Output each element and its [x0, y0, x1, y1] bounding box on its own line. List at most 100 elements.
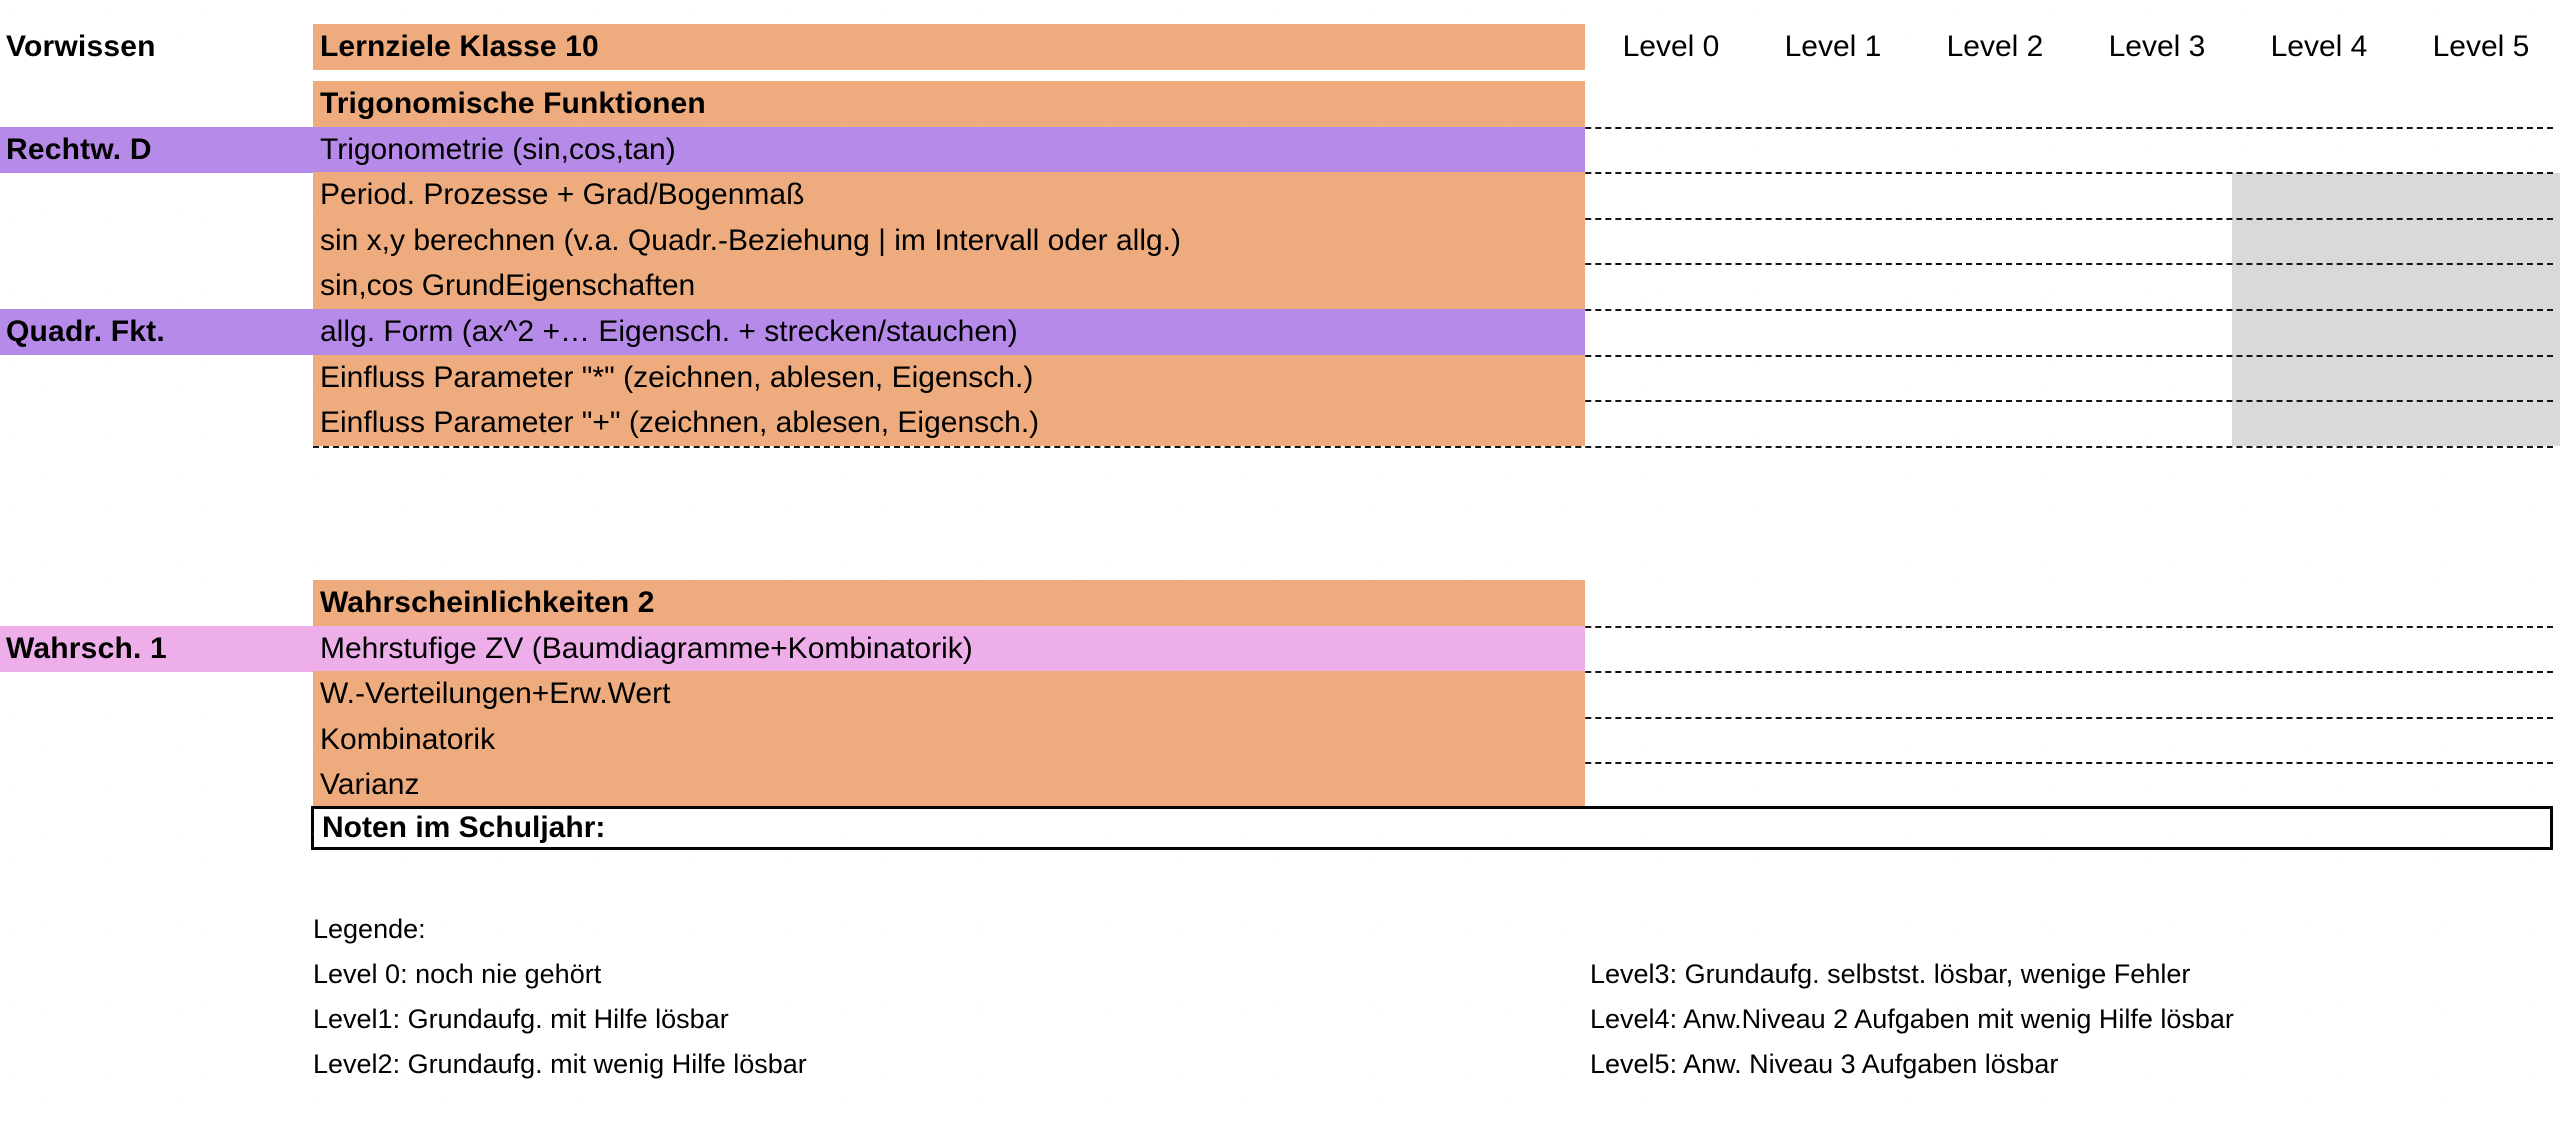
level-cell-r2-c2[interactable]: [1874, 218, 2036, 264]
level-cell-r0-c4[interactable]: [2198, 127, 2360, 173]
level-cell-r6-c0[interactable]: [1550, 400, 1712, 446]
level-cell-r2-c1[interactable]: [1712, 717, 1874, 763]
level-cell-r0-c1[interactable]: [1712, 127, 1874, 173]
topic-row[interactable]: Einfluss Parameter "+" (zeichnen, ablese…: [313, 400, 1585, 447]
level-cell-r1-c3[interactable]: [2036, 671, 2198, 717]
level-cell-r6-c2[interactable]: [1874, 400, 2036, 446]
level-cell-r0-c0[interactable]: [1550, 127, 1712, 173]
level-cell-r5-c2[interactable]: [1874, 355, 2036, 401]
prereq-label-empty: [0, 762, 313, 808]
level-cell-r0-c3[interactable]: [2036, 127, 2198, 173]
row-divider: [313, 445, 2553, 448]
level-cell-r2-c4[interactable]: [2198, 218, 2360, 264]
level-cell-r3-c3[interactable]: [2036, 762, 2198, 808]
level-cell-r2-c3[interactable]: [2036, 218, 2198, 264]
topic-row[interactable]: sin x,y berechnen (v.a. Quadr.-Beziehung…: [313, 217, 1585, 264]
prereq-label-empty: [0, 263, 313, 309]
level-cell-r6-c3[interactable]: [2036, 400, 2198, 446]
level-cell-r0-c0[interactable]: [1550, 626, 1712, 672]
level-cell-r3-c5[interactable]: [2360, 263, 2522, 309]
level-cell-r5-c3[interactable]: [2036, 355, 2198, 401]
level-cell-r3-c3[interactable]: [2036, 263, 2198, 309]
level-cell-r0-c5[interactable]: [2360, 626, 2522, 672]
level-cell-r1-c5[interactable]: [2360, 671, 2522, 717]
legend-item-left-2: Level2: Grundaufg. mit wenig Hilfe lösba…: [313, 1048, 807, 1079]
level-cell-r1-c0[interactable]: [1550, 671, 1712, 717]
level-cell-r1-c0[interactable]: [1550, 172, 1712, 218]
level-cell-r1-c4[interactable]: [2198, 671, 2360, 717]
prereq-label-empty: [0, 218, 313, 264]
level-cell-r4-c3[interactable]: [2036, 309, 2198, 355]
level-cell-r3-c5[interactable]: [2360, 762, 2522, 808]
level-cell-r1-c2[interactable]: [1874, 172, 2036, 218]
topic-row[interactable]: sin,cos GrundEigenschaften: [313, 263, 1585, 310]
prereq-label-empty: [0, 355, 313, 401]
level-cell-r1-c4[interactable]: [2198, 172, 2360, 218]
topic-row[interactable]: allg. Form (ax^2 +… Eigensch. + strecken…: [313, 309, 1585, 355]
legend-item-right-0: Level3: Grundaufg. selbstst. lösbar, wen…: [1590, 958, 2191, 989]
level-cell-r0-c4[interactable]: [2198, 626, 2360, 672]
level-cell-r2-c2[interactable]: [1874, 717, 2036, 763]
level-cell-r5-c5[interactable]: [2360, 355, 2522, 401]
prereq-label-empty: [0, 671, 313, 717]
level-cell-r6-c5[interactable]: [2360, 400, 2522, 446]
level-cell-r2-c5[interactable]: [2360, 218, 2522, 264]
level-cell-r4-c0[interactable]: [1550, 309, 1712, 355]
level-cell-r5-c4[interactable]: [2198, 355, 2360, 401]
level-cell-r5-c0[interactable]: [1550, 355, 1712, 401]
noten-im-schuljahr-box[interactable]: Noten im Schuljahr:: [311, 806, 2553, 850]
level-cell-r1-c1[interactable]: [1712, 172, 1874, 218]
level-cell-r4-c4[interactable]: [2198, 309, 2360, 355]
level-cell-r1-c3[interactable]: [2036, 172, 2198, 218]
legend-item-right-1: Level4: Anw.Niveau 2 Aufgaben mit wenig …: [1590, 1003, 2234, 1034]
level-cell-r0-c3[interactable]: [2036, 626, 2198, 672]
level-cell-r2-c3[interactable]: [2036, 717, 2198, 763]
prereq-label-wahrsch-1: Wahrsch. 1: [0, 625, 313, 672]
level-cell-r3-c2[interactable]: [1874, 263, 2036, 309]
topic-row[interactable]: W.-Verteilungen+Erw.Wert: [313, 671, 1585, 718]
level-cell-r6-c1[interactable]: [1712, 400, 1874, 446]
level-cell-r2-c5[interactable]: [2360, 717, 2522, 763]
topic-row[interactable]: Period. Prozesse + Grad/Bogenmaß: [313, 172, 1585, 219]
level-column-header-5: Level 5: [2432, 30, 2530, 63]
level-cell-r2-c1[interactable]: [1712, 218, 1874, 264]
level-cell-r3-c0[interactable]: [1550, 762, 1712, 808]
topic-row[interactable]: Kombinatorik: [313, 716, 1585, 763]
level-cell-r6-c4[interactable]: [2198, 400, 2360, 446]
level-cell-r0-c2[interactable]: [1874, 127, 2036, 173]
block-heading-1: Wahrscheinlichkeiten 2: [313, 580, 1585, 626]
level-cell-r5-c1[interactable]: [1712, 355, 1874, 401]
level-cell-r2-c0[interactable]: [1550, 717, 1712, 763]
level-cell-r3-c4[interactable]: [2198, 762, 2360, 808]
topic-row[interactable]: Varianz: [313, 762, 1585, 809]
prereq-label-empty: [0, 717, 313, 763]
level-cell-r0-c1[interactable]: [1712, 626, 1874, 672]
level-cell-r3-c2[interactable]: [1874, 762, 2036, 808]
level-cell-r3-c1[interactable]: [1712, 762, 1874, 808]
topic-row[interactable]: Einfluss Parameter "*" (zeichnen, ablese…: [313, 354, 1585, 401]
prereq-label-rechtw-d: Rechtw. D: [0, 126, 313, 173]
level-column-header-1: Level 1: [1784, 30, 1882, 63]
level-cell-r2-c4[interactable]: [2198, 717, 2360, 763]
level-cell-r1-c5[interactable]: [2360, 172, 2522, 218]
level-cell-r4-c1[interactable]: [1712, 309, 1874, 355]
level-cell-r1-c2[interactable]: [1874, 671, 2036, 717]
level-cell-r3-c0[interactable]: [1550, 263, 1712, 309]
topic-row[interactable]: Mehrstufige ZV (Baumdiagramme+Kombinator…: [313, 625, 1585, 672]
vorwissen-column-header: Vorwissen: [6, 30, 156, 63]
level-cell-r4-c5[interactable]: [2360, 309, 2522, 355]
level-cell-r3-c1[interactable]: [1712, 263, 1874, 309]
legend-item-right-2: Level5: Anw. Niveau 3 Aufgaben lösbar: [1590, 1048, 2059, 1079]
level-column-header-0: Level 0: [1622, 30, 1720, 63]
level-cell-r0-c5[interactable]: [2360, 127, 2522, 173]
topic-row[interactable]: Trigonometrie (sin,cos,tan): [313, 126, 1585, 173]
level-cell-r4-c2[interactable]: [1874, 309, 2036, 355]
level-cell-r2-c0[interactable]: [1550, 218, 1712, 264]
level-column-header-2: Level 2: [1946, 30, 2044, 63]
level-cell-r0-c2[interactable]: [1874, 626, 2036, 672]
level-cell-r3-c4[interactable]: [2198, 263, 2360, 309]
level-cell-r1-c1[interactable]: [1712, 671, 1874, 717]
legend-item-left-1: Level1: Grundaufg. mit Hilfe lösbar: [313, 1003, 729, 1034]
prereq-label-quadr-fkt: Quadr. Fkt.: [0, 309, 313, 355]
